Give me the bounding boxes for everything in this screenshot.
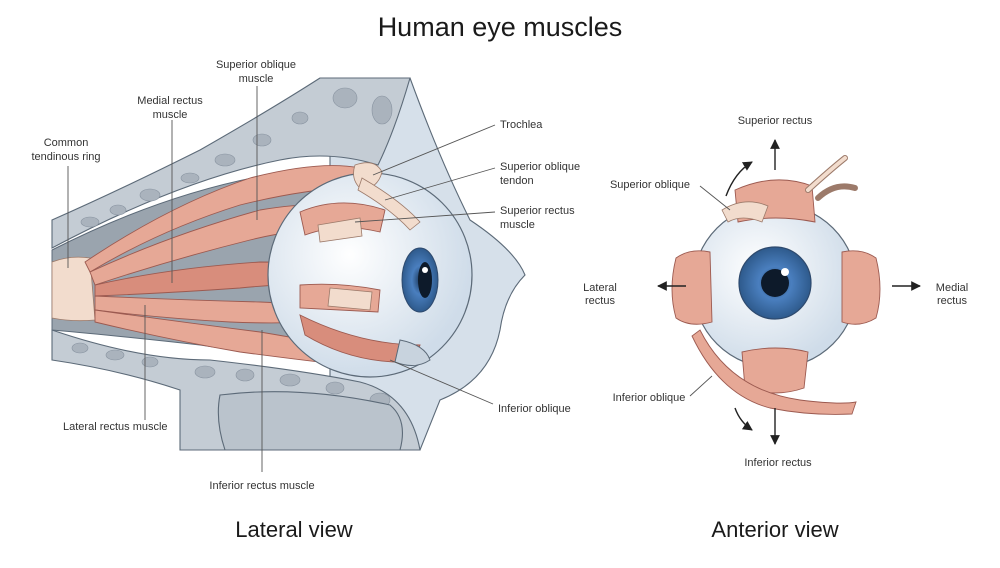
superior-rectus-tendon — [317, 217, 363, 243]
label-common-ring-line2: tendinous ring — [31, 151, 100, 163]
pupil-anterior — [761, 269, 789, 297]
label-lateral-rectus-muscle: Lateral rectus muscle — [63, 421, 168, 433]
label-inferior-oblique-anterior: Inferior oblique — [613, 392, 686, 404]
anterior-view: Superior rectus Superior oblique Lateral… — [583, 115, 968, 542]
label-superior-oblique-anterior: Superior oblique — [610, 179, 690, 191]
label-superior-rectus-anterior: Superior rectus — [738, 115, 813, 127]
label-inferior-rectus-anterior: Inferior rectus — [744, 457, 812, 469]
pupil-highlight — [781, 268, 789, 276]
medial-rectus-anterior — [841, 250, 881, 325]
superior-oblique-tendon — [357, 177, 421, 231]
eye-highlight — [422, 267, 428, 273]
anterior-direction-arrows — [657, 139, 921, 445]
label-medial-rectus-anterior-line2: rectus — [937, 295, 967, 307]
pupil-lateral — [418, 262, 432, 298]
diagram-title: Human eye muscles — [378, 12, 623, 42]
lateral-rectus-anterior — [671, 250, 713, 325]
caption-lateral-view: Lateral view — [235, 517, 353, 542]
inferior-oblique-anterior — [691, 329, 857, 415]
label-superior-rectus-line1: Superior rectus — [500, 205, 575, 217]
label-medial-rectus-line1: Medial rectus — [137, 95, 203, 107]
label-superior-oblique-muscle-line2: muscle — [239, 73, 274, 85]
lead-superior-oblique — [699, 185, 731, 211]
caption-anterior-view: Anterior view — [711, 517, 838, 542]
label-lateral-rectus-anterior-line2: rectus — [585, 295, 615, 307]
trochlea-twist-inner — [806, 156, 847, 192]
bone-texture — [71, 87, 393, 408]
lower-eyelid — [394, 339, 431, 366]
lead-inferior-oblique — [689, 375, 713, 397]
label-superior-rectus-line2: muscle — [500, 219, 535, 231]
label-medial-rectus-line2: muscle — [153, 109, 188, 121]
superior-oblique-anterior — [721, 201, 769, 223]
label-inferior-oblique-lateral: Inferior oblique — [498, 403, 571, 415]
label-inferior-rectus-muscle: Inferior rectus muscle — [209, 480, 314, 492]
maxillary-sinus — [217, 391, 403, 451]
label-sup-oblique-tendon-line2: tendon — [500, 175, 534, 187]
label-medial-rectus-anterior-line1: Medial — [936, 282, 968, 294]
label-superior-oblique-muscle-line1: Superior oblique — [216, 59, 296, 71]
lateral-view: Superior oblique muscle Medial rectus mu… — [31, 59, 580, 542]
lateral-rectus-tendon — [327, 287, 373, 311]
trochlea-twist-2 — [815, 183, 858, 201]
label-common-ring-line1: Common — [44, 137, 89, 149]
lateral-leader-lines — [67, 86, 496, 472]
label-lateral-rectus-anterior-line1: Lateral — [583, 282, 617, 294]
label-sup-oblique-tendon-line1: Superior oblique — [500, 161, 580, 173]
label-trochlea: Trochlea — [500, 119, 543, 131]
